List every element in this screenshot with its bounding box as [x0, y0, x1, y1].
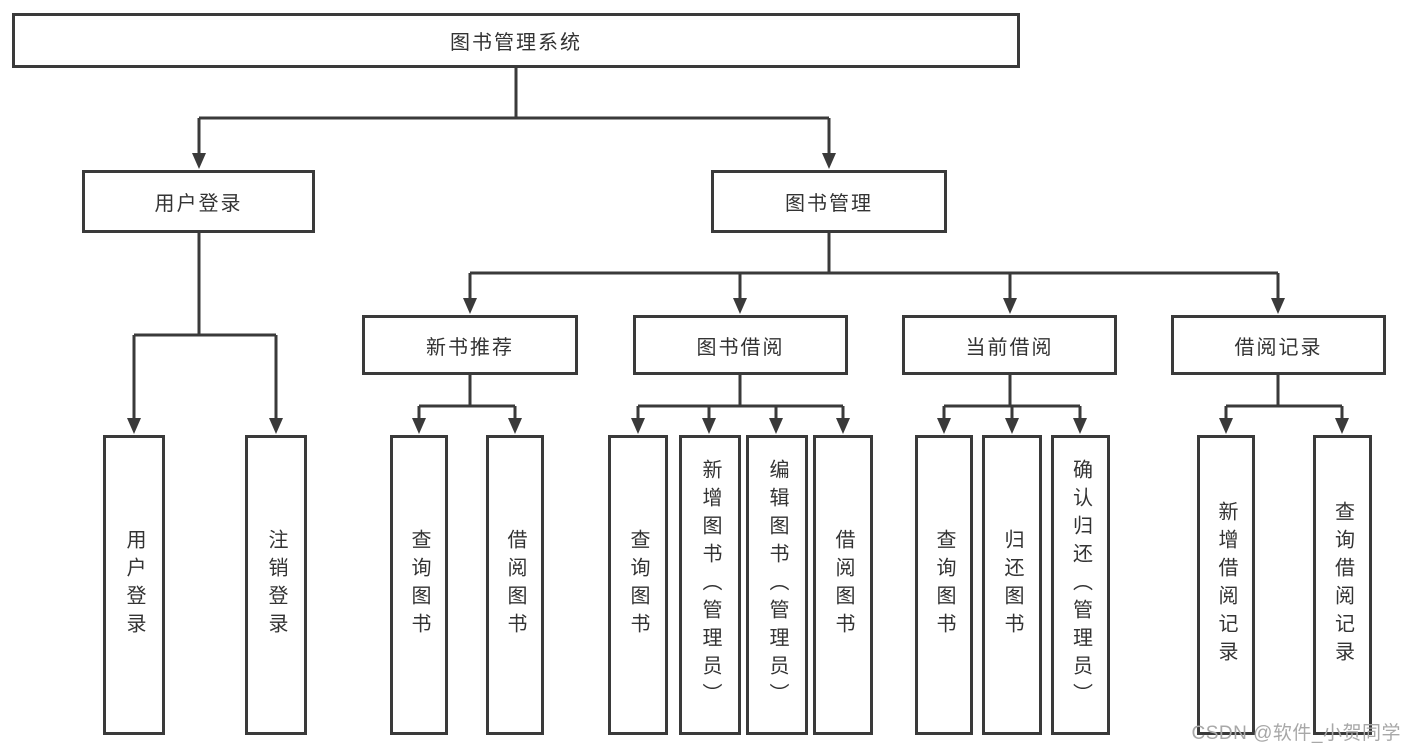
- connector-current-borrowing: [942, 375, 1082, 420]
- csdn-watermark: CSDN @软件_小贺同学: [1191, 723, 1401, 744]
- leaf-query-books-borrowing: 查询图书: [608, 435, 668, 735]
- node-new-book-recommendation: 新书推荐: [362, 315, 578, 375]
- leaf-label: 确认归还（管理员）: [1069, 459, 1092, 711]
- leaf-label: 借阅图书: [832, 529, 854, 641]
- node-label: 借阅记录: [1234, 336, 1323, 359]
- node-label: 新书推荐: [426, 336, 514, 359]
- connector-borrowing-records: [1224, 375, 1344, 420]
- arrowhead: [508, 418, 522, 434]
- connector-root-to-level2: [197, 67, 831, 155]
- leaf-label: 用户登录: [123, 529, 145, 641]
- leaf-query-books-current: 查询图书: [915, 435, 973, 735]
- arrowhead: [631, 418, 645, 434]
- leaf-label: 新增图书（管理员）: [699, 459, 721, 711]
- node-library-system: 图书管理系统: [12, 13, 1020, 68]
- leaf-label: 编辑图书（管理员）: [766, 459, 788, 711]
- arrowhead: [127, 418, 141, 434]
- leaf-label: 借阅图书: [504, 529, 526, 641]
- leaf-label: 注销登录: [265, 529, 287, 641]
- connector-new-book: [417, 375, 517, 420]
- leaf-return-book: 归还图书: [982, 435, 1042, 735]
- node-label: 图书借阅: [696, 336, 785, 359]
- arrowhead: [412, 418, 426, 434]
- arrowhead: [822, 153, 836, 169]
- leaf-label: 查询图书: [408, 529, 430, 641]
- arrowhead: [702, 418, 716, 434]
- arrowhead: [463, 298, 477, 314]
- arrowhead: [1003, 298, 1017, 314]
- arrowhead: [937, 418, 951, 434]
- connector-book-borrowing: [636, 375, 845, 420]
- arrowhead: [192, 153, 206, 169]
- leaf-add-borrow-record: 新增借阅记录: [1197, 435, 1255, 735]
- arrowhead: [769, 418, 783, 434]
- leaf-add-book-admin: 新增图书（管理员）: [679, 435, 741, 735]
- arrowhead: [1271, 298, 1285, 314]
- leaf-label: 查询图书: [627, 529, 649, 641]
- leaf-query-borrow-record: 查询借阅记录: [1313, 435, 1372, 735]
- node-label: 图书管理系统: [450, 32, 582, 54]
- arrowhead: [269, 418, 283, 434]
- leaf-borrow-books-borrowing: 借阅图书: [813, 435, 873, 735]
- node-current-borrowing: 当前借阅: [902, 315, 1117, 375]
- arrowhead: [1219, 418, 1233, 434]
- leaf-query-books-recommend: 查询图书: [390, 435, 448, 735]
- leaf-logout: 注销登录: [245, 435, 307, 735]
- connector-book-management: [468, 233, 1280, 300]
- leaf-confirm-return-admin: 确认归还（管理员）: [1051, 435, 1110, 735]
- node-label: 图书管理: [785, 193, 873, 215]
- node-book-borrowing: 图书借阅: [633, 315, 848, 375]
- arrowhead: [1335, 418, 1349, 434]
- leaf-label: 查询图书: [933, 529, 955, 641]
- arrowhead: [733, 298, 747, 314]
- arrowhead: [836, 418, 850, 434]
- node-book-management: 图书管理: [711, 170, 947, 233]
- leaf-borrow-books-recommend: 借阅图书: [486, 435, 544, 735]
- node-label: 用户登录: [154, 193, 243, 215]
- leaf-user-login: 用户登录: [103, 435, 165, 735]
- arrowhead: [1073, 418, 1087, 434]
- leaf-edit-book-admin: 编辑图书（管理员）: [746, 435, 808, 735]
- leaf-label: 新增借阅记录: [1215, 501, 1237, 669]
- leaf-label: 查询借阅记录: [1331, 501, 1354, 669]
- node-borrowing-records: 借阅记录: [1171, 315, 1386, 375]
- node-label: 当前借阅: [965, 336, 1054, 359]
- leaf-label: 归还图书: [1001, 529, 1023, 641]
- arrowhead: [1005, 418, 1019, 434]
- connector-user-login: [132, 233, 278, 420]
- node-user-login: 用户登录: [82, 170, 315, 233]
